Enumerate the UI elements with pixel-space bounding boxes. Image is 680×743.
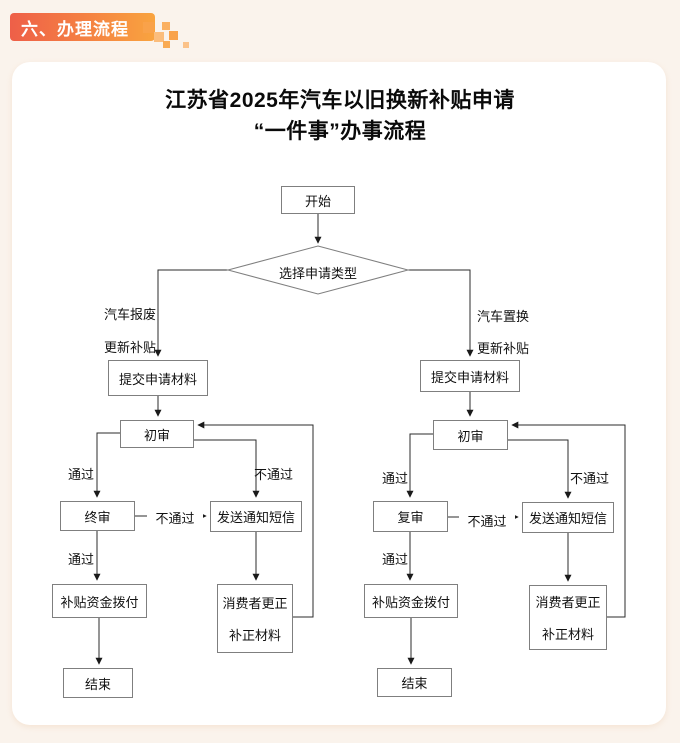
pixel-square <box>163 41 170 48</box>
edge-label-fail: 不通过 <box>147 508 203 527</box>
edge-label-fail: 不通过 <box>254 467 294 482</box>
pixel-square <box>143 22 154 33</box>
consumer-correction-node-left: 消费者更正 补正材料 <box>217 584 293 653</box>
send-sms-node-left: 发送通知短信 <box>210 501 302 532</box>
funds-disbursement-node-right: 补贴资金拨付 <box>364 584 458 618</box>
section-badge: 六、办理流程 <box>10 13 155 41</box>
pixel-square <box>154 32 164 42</box>
decision-diamond <box>226 245 410 295</box>
flowchart-title: 江苏省2025年汽车以旧换新补贴申请 “一件事”办事流程 <box>70 85 610 147</box>
consumer-correction-node-right: 消费者更正 补正材料 <box>529 585 607 650</box>
end-node-left: 结束 <box>63 668 133 698</box>
edge-correct-review-right <box>511 421 626 618</box>
branch-label-scrap-line2: 更新补贴 <box>103 340 156 355</box>
send-sms-node-right: 发送通知短信 <box>522 502 614 533</box>
consumer-correction-line1: 消费者更正 <box>222 596 288 611</box>
branch-label-scrap-line1: 汽车报废 <box>103 307 156 322</box>
edge-label-pass: 通过 <box>67 467 94 482</box>
initial-review-node-right: 初审 <box>433 420 508 450</box>
edge-decision-submit-right <box>408 269 474 357</box>
edge-review-sms-left <box>194 439 260 498</box>
edge-decision-submit-left <box>154 269 228 357</box>
edge-review-rereview-right <box>406 433 433 498</box>
edge-label-pass: 通过 <box>381 552 408 567</box>
flowchart-title-line2: “一件事”办事流程 <box>253 120 427 143</box>
pixel-square <box>162 22 170 30</box>
pixel-square <box>183 42 189 48</box>
edge-review-sms-right <box>508 439 572 499</box>
edge-label-pass: 通过 <box>381 471 408 486</box>
final-review-node: 终审 <box>60 501 135 531</box>
submit-materials-node-left: 提交申请材料 <box>108 360 208 396</box>
edge-label-fail: 不通过 <box>570 471 610 486</box>
section-badge-label: 六、办理流程 <box>21 19 129 39</box>
edge-correct-review-left <box>197 421 314 618</box>
funds-disbursement-node-left: 补贴资金拨付 <box>52 584 147 618</box>
edge-review-final-left <box>93 432 120 498</box>
re-review-node: 复审 <box>373 501 448 532</box>
branch-label-replace-line1: 汽车置换 <box>477 309 530 324</box>
decision-node-label: 选择申请类型 <box>278 266 357 281</box>
edge-label-fail: 不通过 <box>459 511 515 530</box>
submit-materials-node-right: 提交申请材料 <box>420 360 520 392</box>
consumer-correction-line2: 补正材料 <box>541 627 594 642</box>
initial-review-node-left: 初审 <box>120 420 194 448</box>
flowchart-title-line1: 江苏省2025年汽车以旧换新补贴申请 <box>165 89 515 112</box>
consumer-correction-line1: 消费者更正 <box>535 595 601 610</box>
end-node-right: 结束 <box>377 668 452 697</box>
branch-label-replace-line2: 更新补贴 <box>477 341 530 356</box>
edge-label-pass: 通过 <box>67 552 94 567</box>
pixel-square <box>169 31 178 40</box>
consumer-correction-line2: 补正材料 <box>228 628 281 643</box>
start-node: 开始 <box>281 186 355 214</box>
